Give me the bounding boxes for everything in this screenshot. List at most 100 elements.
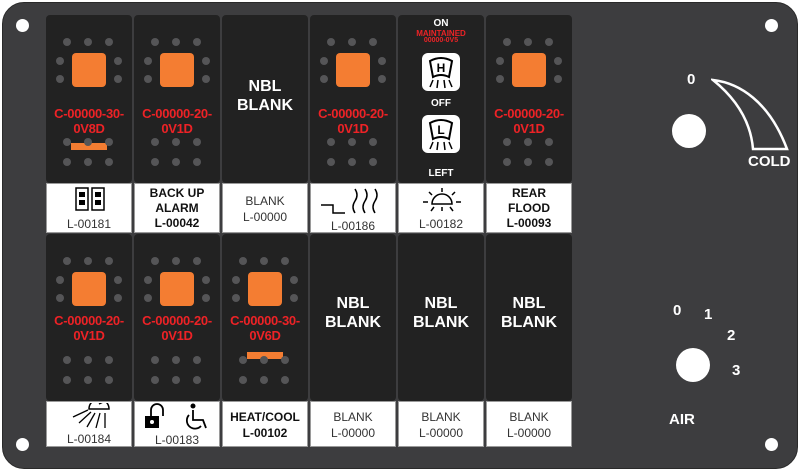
- switch-dot: [369, 38, 377, 46]
- switch-dot: [172, 138, 180, 146]
- legend-label-7: L-00184: [46, 401, 132, 447]
- switch-dot: [232, 276, 240, 284]
- switch-dot: [232, 294, 240, 302]
- rocker-switch-4[interactable]: C-00000-20-0V1D: [310, 15, 396, 183]
- switch-dot: [172, 376, 180, 384]
- switch-dot: [84, 38, 92, 46]
- shower-light-icon: [72, 403, 110, 429]
- cold-label: COLD: [748, 153, 791, 170]
- switch-dot: [193, 158, 201, 166]
- switch-dot: [503, 158, 511, 166]
- switch-dot: [193, 376, 201, 384]
- air-pos-2: 2: [727, 327, 736, 344]
- left-label: LEFT: [428, 168, 454, 179]
- rocker-switch-5[interactable]: ON MAINTAINED 00000-0V5 H OFF L: [398, 15, 484, 183]
- part-code: C-00000-30-0V8D: [54, 106, 124, 136]
- mount-hole-tr: [765, 19, 778, 32]
- switch-dot: [56, 57, 64, 65]
- label-number: L-00102: [242, 426, 288, 440]
- maintained-code: 00000-0V5: [423, 37, 459, 44]
- cold-wedge-icon: [711, 78, 789, 151]
- part-code: C-00000-20-0V1D: [318, 106, 388, 136]
- switch-dot: [144, 57, 152, 65]
- indicator-lamp: [248, 272, 282, 306]
- switch-dot: [290, 294, 298, 302]
- switch-dot: [151, 158, 159, 166]
- part-code: C-00000-30-0V6D: [230, 313, 300, 343]
- label-number: L-00042: [154, 216, 200, 230]
- rocker-switch-1[interactable]: C-00000-30-0V8D: [46, 15, 132, 183]
- switch-dot: [63, 257, 71, 265]
- switch-dot: [327, 38, 335, 46]
- switch-dot: [84, 158, 92, 166]
- switch-dot: [105, 257, 113, 265]
- switch-dot: [327, 138, 335, 146]
- switch-dot: [84, 356, 92, 364]
- double-box-icon: [75, 187, 105, 211]
- air-knob[interactable]: [676, 348, 710, 382]
- label-number: L-00093: [506, 216, 552, 230]
- switch-dot: [378, 57, 386, 65]
- switch-dot: [348, 38, 356, 46]
- switch-dot: [63, 376, 71, 384]
- label-text: BLANK: [333, 410, 373, 424]
- rocker-switch-8[interactable]: C-00000-20-0V1D: [134, 234, 220, 401]
- switch-dot: [151, 376, 159, 384]
- switch-dot: [63, 138, 71, 146]
- switch-dot: [105, 376, 113, 384]
- rocker-switch-2[interactable]: C-00000-20-0V1D: [134, 15, 220, 183]
- switch-dot: [56, 294, 64, 302]
- switch-dot: [545, 38, 553, 46]
- switch-dot: [105, 38, 113, 46]
- switch-dot: [290, 276, 298, 284]
- switch-dot: [151, 257, 159, 265]
- switch-dot: [348, 138, 356, 146]
- rocker-switch-9[interactable]: C-00000-30-0V6D: [222, 234, 308, 401]
- maintained-label: MAINTAINED: [416, 29, 466, 38]
- label-text: ALARM: [155, 201, 199, 215]
- high-beam-icon: H: [422, 53, 460, 91]
- legend-label-6: REAR FLOOD L-00093: [486, 183, 572, 233]
- switch-dot: [281, 257, 289, 265]
- legend-label-9: HEAT/COOL L-00102: [222, 401, 308, 447]
- switch-dot: [114, 75, 122, 83]
- switch-dot: [63, 38, 71, 46]
- label-text: BLANK: [245, 194, 285, 208]
- switch-dot: [327, 158, 335, 166]
- switch-dot: [202, 276, 210, 284]
- label-number: L-00186: [330, 219, 376, 233]
- label-number: L-00181: [66, 217, 112, 231]
- part-code: C-00000-20-0V1D: [142, 313, 212, 343]
- label-text: HEAT/COOL: [230, 410, 300, 424]
- rocker-switch-7[interactable]: C-00000-20-0V1D: [46, 234, 132, 401]
- legend-label-1: L-00181: [46, 183, 132, 233]
- switch-dot: [524, 38, 532, 46]
- switch-dot: [84, 257, 92, 265]
- svg-text:L: L: [437, 123, 444, 137]
- heat-waves-icon: [321, 188, 378, 214]
- switch-dot: [105, 138, 113, 146]
- indicator-lamp: [512, 53, 546, 87]
- switch-dot: [84, 376, 92, 384]
- switch-dot: [63, 356, 71, 364]
- label-number: L-00182: [418, 217, 464, 231]
- label-number: L-00000: [506, 426, 552, 440]
- switch-dot: [202, 294, 210, 302]
- air-pos-0: 0: [673, 302, 682, 319]
- switch-dot: [503, 138, 511, 146]
- switch-dot: [554, 57, 562, 65]
- rocker-switch-6[interactable]: C-00000-20-0V1D: [486, 15, 572, 183]
- temp-knob[interactable]: [672, 114, 706, 148]
- sun-rays-icon: [423, 188, 461, 212]
- legend-label-12: BLANK L-00000: [486, 401, 572, 447]
- switch-dot: [144, 75, 152, 83]
- switch-dot: [172, 356, 180, 364]
- switch-dot: [545, 158, 553, 166]
- label-text: BLANK: [421, 410, 461, 424]
